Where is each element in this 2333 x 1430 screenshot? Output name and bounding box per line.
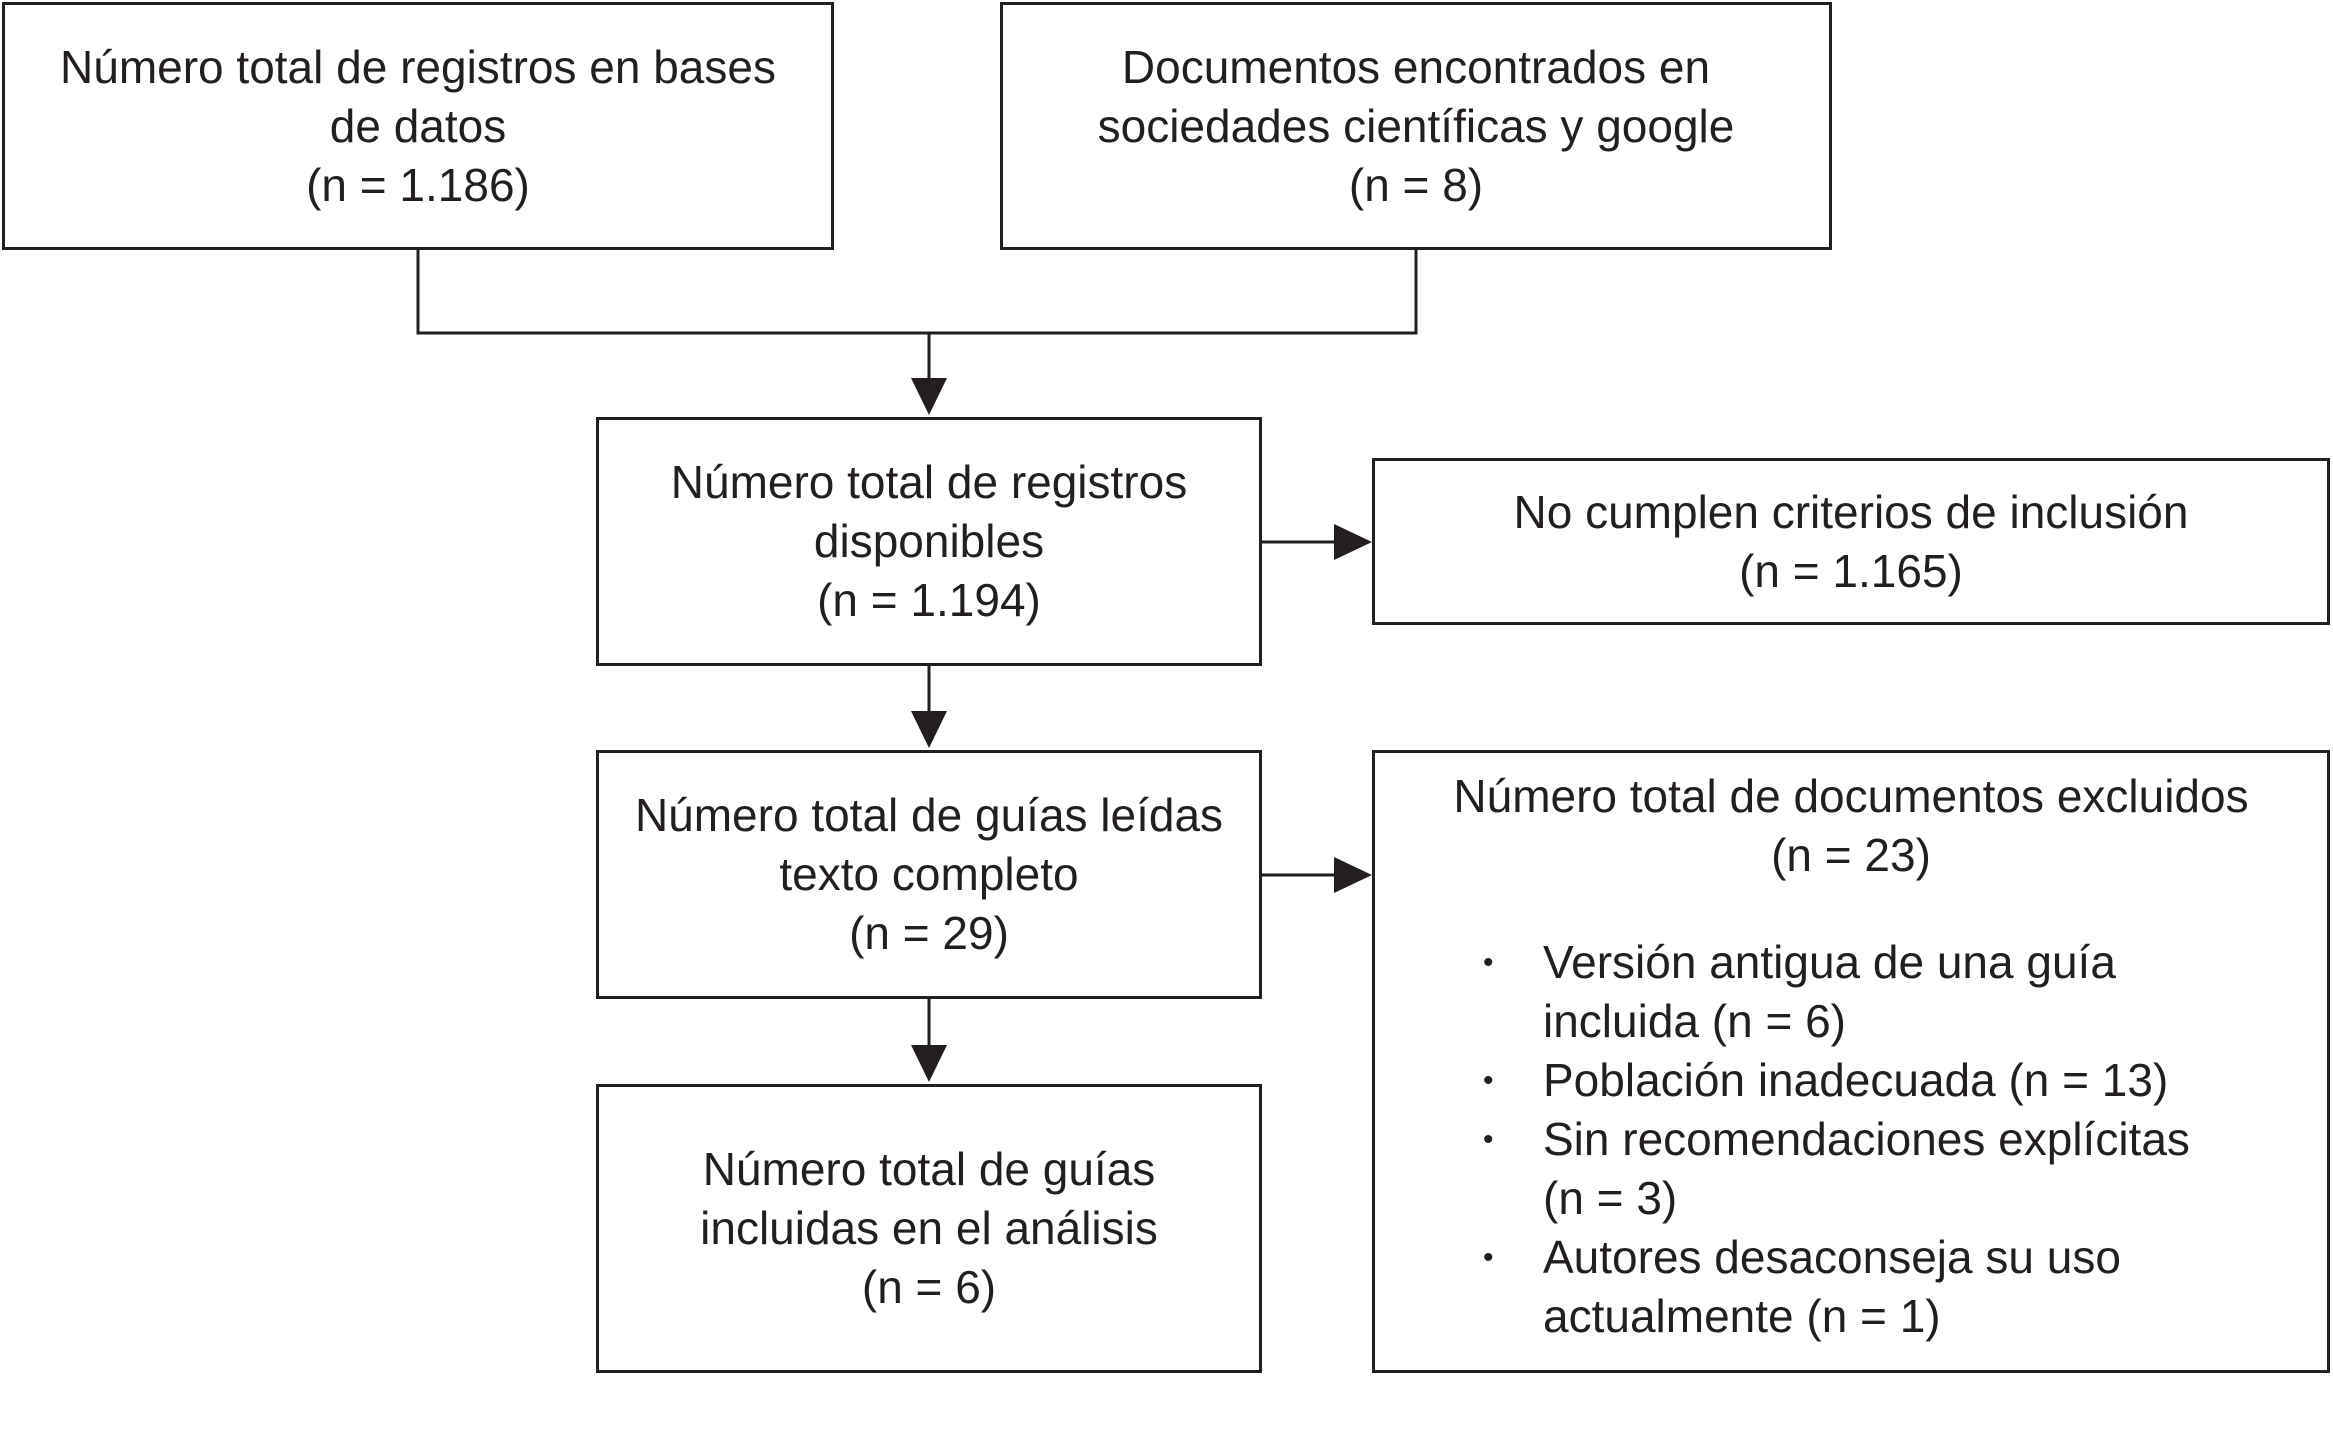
box-text-line: Número total de documentos excluidos xyxy=(1453,770,2249,822)
box-text-line: Número total de guías leídas xyxy=(634,789,1224,841)
box-text-line: No cumplen criterios de inclusión xyxy=(1513,485,2189,538)
box-documents-excluded: Número total de documentos excluidos (n … xyxy=(1372,750,2330,1373)
box-text-line: Documentos encontrados en xyxy=(1121,40,1711,93)
box-text-line: Número total de registros xyxy=(670,456,1188,508)
box-text-line: texto completo xyxy=(779,848,1079,900)
box-count: (n = 29) xyxy=(849,907,1009,959)
bullet-icon: • xyxy=(1483,946,1494,979)
exclusion-reason-text: Sin recomendaciones explícitas xyxy=(1543,1113,2190,1165)
box-not-meeting-criteria: No cumplen criterios de inclusión (n = 1… xyxy=(1372,458,2330,625)
arrowhead-down-1 xyxy=(911,378,947,415)
box-text-line: de datos xyxy=(329,99,507,152)
exclusion-reason-text: (n = 3) xyxy=(1543,1172,1678,1224)
arrowhead-down-3 xyxy=(911,1045,947,1082)
box-count: (n = 1.165) xyxy=(1739,544,1963,597)
exclusion-reason-item: • Autores desaconseja su uso actualmente… xyxy=(1375,1228,2190,1346)
arrowhead-down-2 xyxy=(911,711,947,748)
exclusion-reason-text: incluida (n = 6) xyxy=(1543,995,1846,1047)
box-count: (n = 1.194) xyxy=(817,574,1041,626)
box-guides-read: Número total de guías leídas texto compl… xyxy=(596,750,1262,999)
exclusion-reasons-list: • Versión antigua de una guía incluida (… xyxy=(1375,933,2190,1346)
box-text-line: Número total de guías xyxy=(702,1143,1156,1195)
arrowhead-right-1 xyxy=(1334,524,1372,560)
box-text-line: sociedades científicas y google xyxy=(1097,99,1735,152)
exclusion-reason-text: Población inadecuada (n = 13) xyxy=(1543,1054,2169,1106)
exclusion-reason-item: • Sin recomendaciones explícitas (n = 3) xyxy=(1375,1110,2190,1228)
exclusion-reason-item: • Versión antigua de una guía incluida (… xyxy=(1375,933,2190,1051)
box-text-line: Número total de registros en bases xyxy=(60,40,776,93)
box-count: (n = 8) xyxy=(1348,158,1484,211)
exclusion-reason-text: Autores desaconseja su uso xyxy=(1543,1231,2121,1283)
box-records-available: Número total de registros disponibles (n… xyxy=(596,417,1262,666)
exclusion-reason-text: actualmente (n = 1) xyxy=(1543,1290,1941,1342)
box-records-databases: Número total de registros en bases de da… xyxy=(2,2,834,250)
bullet-icon: • xyxy=(1483,1123,1494,1156)
merge-connector xyxy=(416,250,1418,335)
exclusion-reason-item: • Población inadecuada (n = 13) xyxy=(1375,1051,2190,1110)
bullet-icon: • xyxy=(1483,1241,1494,1274)
arrowhead-right-2 xyxy=(1334,857,1372,893)
box-text-line: disponibles xyxy=(813,515,1045,567)
box-count: (n = 1.186) xyxy=(306,158,530,211)
box-count: (n = 23) xyxy=(1771,829,1931,881)
box-documents-societies: Documentos encontrados en sociedades cie… xyxy=(1000,2,1832,250)
box-text-line: incluidas en el análisis xyxy=(700,1202,1158,1254)
exclusion-reason-text: Versión antigua de una guía xyxy=(1543,936,2116,988)
box-guides-included: Número total de guías incluidas en el an… xyxy=(596,1084,1262,1373)
box-count: (n = 6) xyxy=(861,1261,997,1313)
bullet-icon: • xyxy=(1483,1064,1494,1097)
